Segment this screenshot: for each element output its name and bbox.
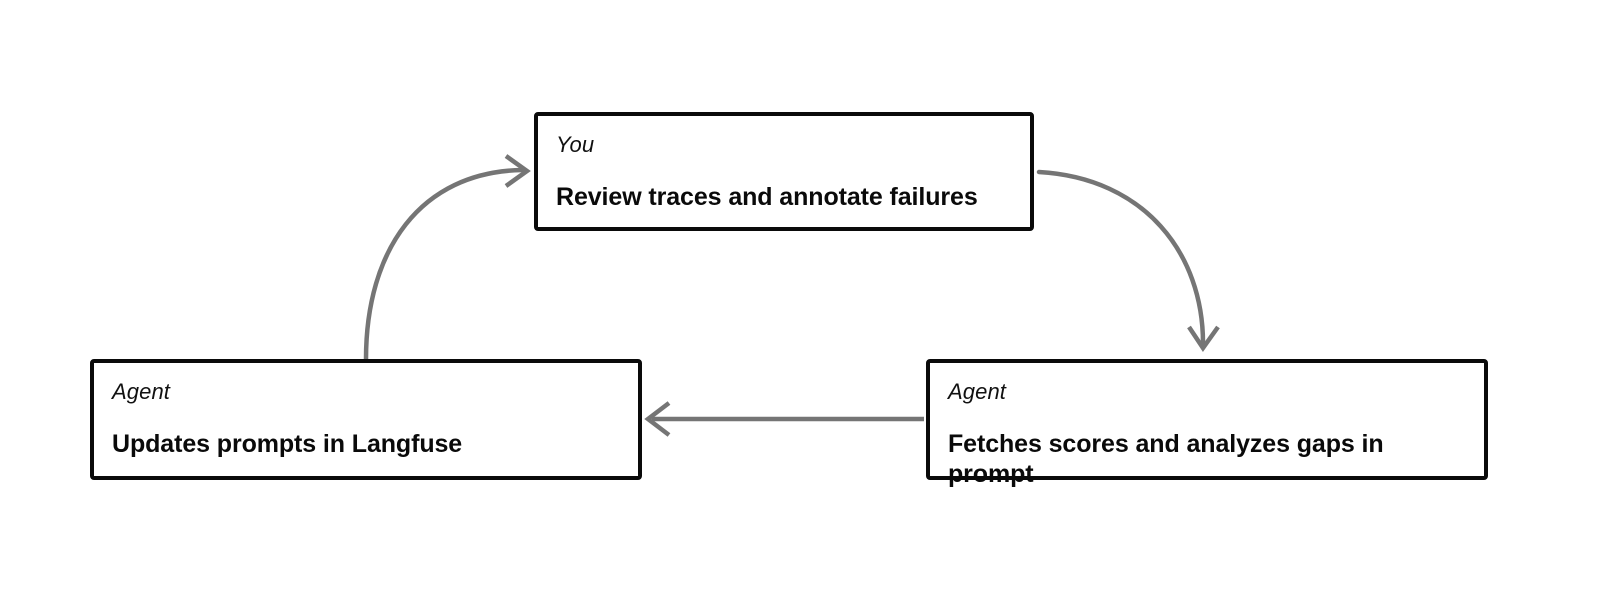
- edge-fetches-to-updates-arrowhead: [644, 401, 671, 437]
- edge-updates-to-you-path: [363, 167, 525, 362]
- node-role-label: You: [556, 132, 595, 157]
- node-title-label: Updates prompts in Langfuse: [112, 430, 463, 458]
- edge-updates-to-you: [363, 154, 531, 362]
- node-title-label: Fetches scores and analyzes gaps in prom…: [948, 430, 1384, 488]
- node-role-label: Agent: [112, 379, 170, 404]
- edge-fetches-to-updates: [644, 401, 924, 437]
- edge-you-to-fetches-arrowhead: [1187, 325, 1220, 352]
- node-you-review[interactable]: You Review traces and annotate failures: [534, 112, 1034, 231]
- node-agent-updates[interactable]: Agent Updates prompts in Langfuse: [90, 359, 642, 480]
- node-role-label: Agent: [948, 379, 1006, 404]
- edge-you-to-fetches: [1036, 169, 1220, 352]
- edge-you-to-fetches-path: [1036, 169, 1206, 346]
- node-title-label: Review traces and annotate failures: [556, 183, 978, 211]
- edge-updates-to-you-arrowhead: [504, 154, 531, 188]
- node-agent-fetches[interactable]: Agent Fetches scores and analyzes gaps i…: [926, 359, 1488, 488]
